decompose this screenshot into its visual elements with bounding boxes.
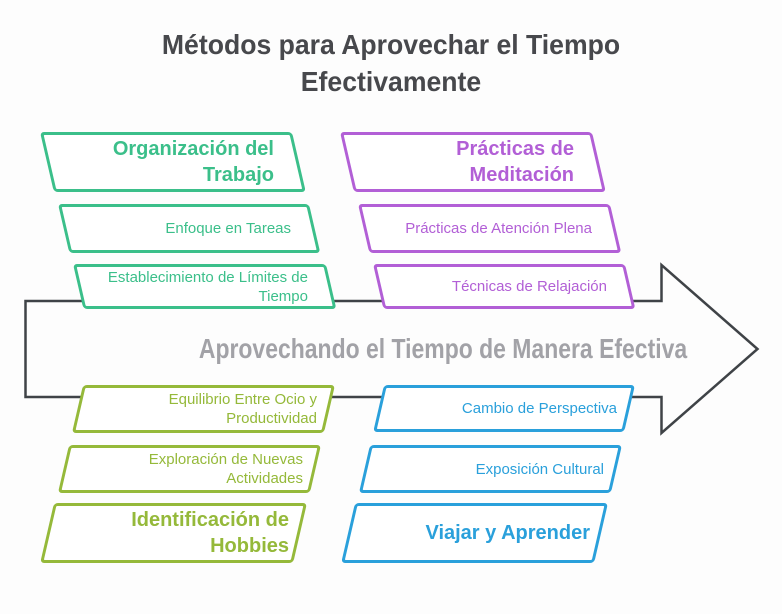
node-label: Prácticas de Atención Plena: [405, 220, 592, 237]
node-tecnicas-de-relajacion[interactable]: Técnicas de Relajación: [373, 264, 636, 309]
node-label: Viajar y Aprender: [425, 522, 590, 544]
node-label: Organización del Trabajo: [112, 138, 274, 186]
node-equilibrio-ocio-productividad[interactable]: Equilibrio Entre Ocio y Productividad: [71, 385, 335, 433]
page-title: Métodos para Aprovechar el Tiempo Efecti…: [0, 26, 782, 100]
node-label: Establecimiento de Límites de Tiempo: [107, 268, 308, 305]
node-practicas-atencion-plena[interactable]: Prácticas de Atención Plena: [358, 204, 622, 253]
page-title-text: Métodos para Aprovechar el Tiempo Efecti…: [161, 29, 621, 97]
center-flow-label: Aprovechando el Tiempo de Manera Efectiv…: [198, 333, 688, 364]
node-exploracion-nuevas-actividades[interactable]: Exploración de Nuevas Actividades: [57, 445, 321, 493]
node-exposicion-cultural[interactable]: Exposición Cultural: [358, 445, 622, 493]
node-label: Enfoque en Tareas: [165, 220, 291, 237]
node-label: Exploración de Nuevas Actividades: [148, 451, 303, 487]
node-label: Identificación de Hobbies: [131, 509, 289, 557]
node-label: Equilibrio Entre Ocio y Productividad: [168, 391, 317, 427]
node-viajar-y-aprender[interactable]: Viajar y Aprender: [341, 503, 608, 563]
node-label: Prácticas de Meditación: [456, 138, 574, 186]
node-label: Exposición Cultural: [475, 460, 604, 478]
node-label: Técnicas de Relajación: [451, 278, 607, 295]
node-cambio-de-perspectiva[interactable]: Cambio de Perspectiva: [373, 385, 635, 432]
node-organizacion-del-trabajo[interactable]: Organización del Trabajo: [40, 132, 306, 192]
node-practicas-de-meditacion[interactable]: Prácticas de Meditación: [340, 132, 606, 192]
node-identificacion-de-hobbies[interactable]: Identificación de Hobbies: [40, 503, 307, 563]
node-enfoque-en-tareas[interactable]: Enfoque en Tareas: [58, 204, 321, 253]
node-establecimiento-limites-tiempo[interactable]: Establecimiento de Límites de Tiempo: [73, 264, 337, 309]
node-label: Cambio de Perspectiva: [461, 400, 617, 417]
